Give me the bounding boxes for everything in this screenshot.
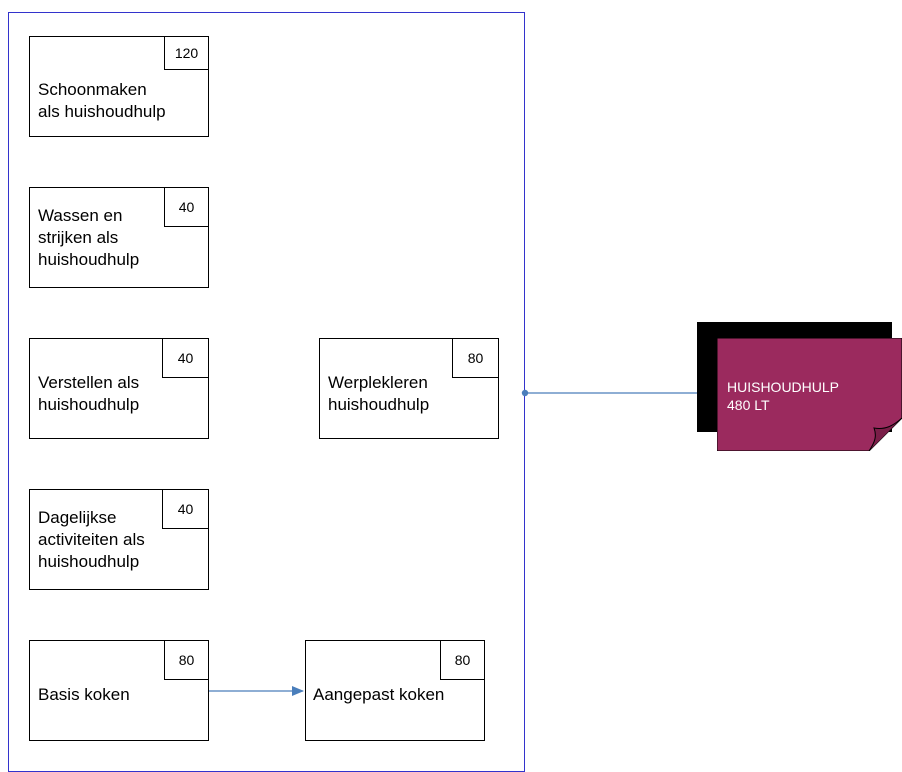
- node-werplekleren[interactable]: 80 Werplekleren huishoudhulp: [319, 338, 499, 439]
- node-schoonmaken-label: Schoonmaken als huishoudhulp: [38, 80, 166, 121]
- node-aangepast-koken-label: Aangepast koken: [313, 685, 445, 704]
- node-dagelijkse-activiteiten-value: 40: [162, 489, 209, 529]
- node-wassen-strijken-value: 40: [164, 187, 209, 227]
- node-wassen-strijken-label: Wassen en strijken als huishoudhulp: [38, 206, 140, 269]
- node-schoonmaken-value: 120: [164, 36, 209, 70]
- node-werplekleren-label: Werplekleren huishoudhulp: [328, 373, 430, 414]
- document-label: HUISHOUDHULP 480 LT: [727, 379, 840, 413]
- node-aangepast-koken[interactable]: 80 Aangepast koken: [305, 640, 485, 741]
- node-verstellen[interactable]: 40 Verstellen als huishoudhulp: [29, 338, 209, 439]
- node-dagelijkse-activiteiten-label: Dagelijkse activiteiten als huishoudhulp: [38, 508, 145, 571]
- node-basis-koken[interactable]: 80 Basis koken: [29, 640, 209, 741]
- node-verstellen-value: 40: [162, 338, 209, 378]
- node-basis-koken-value: 80: [164, 640, 209, 680]
- node-dagelijkse-activiteiten[interactable]: 40 Dagelijkse activiteiten als huishoudh…: [29, 489, 209, 590]
- node-verstellen-label: Verstellen als huishoudhulp: [38, 373, 140, 414]
- document-huishoudhulp[interactable]: [717, 338, 902, 451]
- node-basis-koken-label: Basis koken: [38, 685, 130, 704]
- node-schoonmaken[interactable]: 120 Schoonmaken als huishoudhulp: [29, 36, 209, 137]
- node-aangepast-koken-value: 80: [440, 640, 485, 680]
- node-werplekleren-value: 80: [452, 338, 499, 378]
- node-wassen-strijken[interactable]: 40 Wassen en strijken als huishoudhulp: [29, 187, 209, 288]
